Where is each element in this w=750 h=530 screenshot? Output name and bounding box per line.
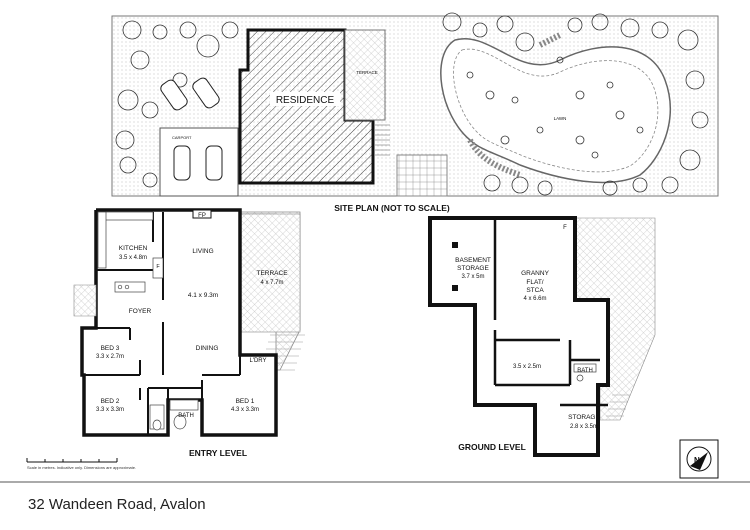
ground-fridge-label: F xyxy=(563,225,567,231)
granny-flat-label-3: STCA xyxy=(526,287,544,294)
lawn-area xyxy=(440,37,671,184)
bed3-label: BED 3 xyxy=(101,345,120,352)
lawn-label: LAWN xyxy=(554,116,567,121)
residence-label-bg xyxy=(270,92,340,106)
residence-label: RESIDENCE xyxy=(276,95,335,106)
dining-label: DINING xyxy=(196,345,219,352)
storage-label: STORAGE xyxy=(568,414,600,421)
bed2-size: 3.3 x 3.3m xyxy=(96,407,124,413)
fridge-label: F xyxy=(156,264,160,270)
laundry-label: L'DRY xyxy=(249,358,266,364)
ground-outer-walls xyxy=(428,216,610,457)
room-size: 3.5 x 2.5m xyxy=(513,364,541,370)
lawn-border xyxy=(453,48,659,173)
site-plan-title: SITE PLAN (NOT TO SCALE) xyxy=(334,203,450,213)
bed3-size: 3.3 x 2.7m xyxy=(96,354,124,360)
granny-flat-label-2: FLAT/ xyxy=(526,279,543,286)
ground-level-title: GROUND LEVEL xyxy=(458,442,526,452)
garden-path xyxy=(467,138,521,178)
foyer-label: FOYER xyxy=(129,308,152,315)
ground-internal-walls xyxy=(493,218,608,407)
ground-level: BASEMENT STORAGE 3.7 x 5m GRANNY FLAT/ S… xyxy=(428,216,656,457)
bath-fixtures xyxy=(149,399,199,431)
kitchen-size: 3.5 x 4.8m xyxy=(119,255,147,261)
carport-label: CARPORT xyxy=(172,135,192,140)
site-cars xyxy=(160,77,223,181)
basement-storage-label-2: STORAGE xyxy=(457,265,489,272)
living-label: LIVING xyxy=(192,248,213,255)
kitchen-label: KITCHEN xyxy=(119,245,148,252)
bed2-label: BED 2 xyxy=(101,398,120,405)
entry-level: FP KITCHEN 3.5 x 4.8m F LIVING 4.1 x 9.3… xyxy=(73,208,305,458)
fireplace-label: FP xyxy=(198,213,206,219)
basement-post-1 xyxy=(452,242,458,248)
entry-internal-walls xyxy=(84,212,241,435)
site-stairs xyxy=(375,124,390,156)
kitchen-benches xyxy=(97,211,164,293)
entry-terrace-area xyxy=(239,213,301,333)
terrace-label: TERRACE xyxy=(256,270,288,277)
scale-bar xyxy=(26,458,118,463)
ground-stairs xyxy=(606,394,630,417)
terrace-size: 4 x 7.7m xyxy=(260,280,283,286)
basement-storage-label: BASEMENT xyxy=(455,257,491,264)
site-terrace xyxy=(344,29,386,121)
entry-level-title: ENTRY LEVEL xyxy=(189,448,247,458)
ground-bath-label: BATH xyxy=(577,368,593,374)
site-paving xyxy=(396,154,448,197)
carport-slab xyxy=(159,127,239,197)
living-size: 4.1 x 9.3m xyxy=(188,292,218,299)
north-compass: N xyxy=(679,439,719,479)
basement-storage-size: 3.7 x 5m xyxy=(461,274,484,280)
site-terrace-label: TERRACE xyxy=(356,70,378,75)
property-address: 32 Wandeen Road, Avalon xyxy=(28,496,206,513)
fireplace xyxy=(192,209,212,219)
storage-size: 2.8 x 3.5m xyxy=(570,424,598,430)
granny-flat-label: GRANNY xyxy=(521,270,549,277)
bed1-size: 4.3 x 3.3m xyxy=(231,407,259,413)
landscape-plants xyxy=(115,12,709,196)
entry-porch xyxy=(73,284,97,317)
compass-letter: N xyxy=(694,456,700,465)
site-plan: RESIDENCE TERRACE LAWN xyxy=(111,12,719,213)
ground-bath-fixtures xyxy=(573,363,597,382)
scale-note: Scale in metres. Indicative only. Dimens… xyxy=(27,465,137,470)
granny-flat-size: 4 x 6.6m xyxy=(523,296,546,302)
bed1-label: BED 1 xyxy=(236,398,255,405)
basement-post-2 xyxy=(452,285,458,291)
bath-label: BATH xyxy=(178,413,194,419)
